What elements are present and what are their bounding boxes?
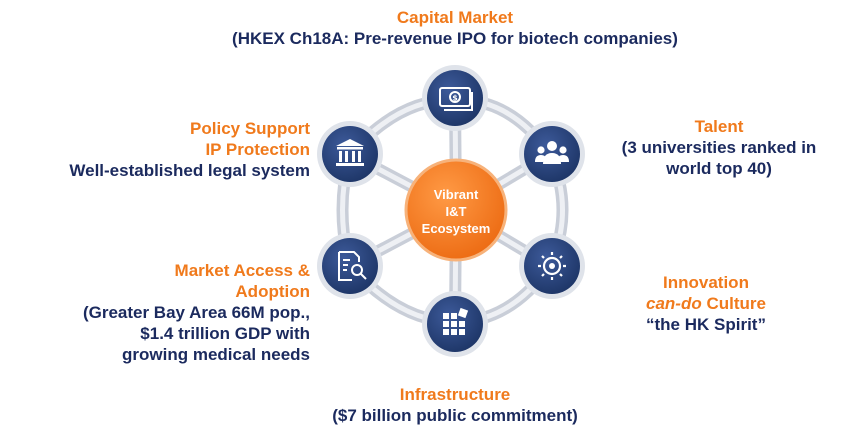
node-capital-market: $ <box>422 65 488 131</box>
ip-protection-title: IP Protection <box>205 140 310 159</box>
market-access-label: Market Access & Adoption (Greater Bay Ar… <box>0 260 310 365</box>
talent-detail-line-2: world top 40) <box>666 159 772 178</box>
node-talent <box>519 121 585 187</box>
center-line-2: I&T <box>445 204 467 219</box>
government-building-icon <box>336 139 364 166</box>
node-policy-support <box>317 121 383 187</box>
node-infrastructure <box>422 291 488 357</box>
talent-detail-line-1: (3 universities ranked in <box>621 138 817 157</box>
innovation-title-rest: Culture <box>701 294 766 313</box>
market-access-title-line-1: Market Access & <box>174 261 310 280</box>
talent-title: Talent <box>694 117 744 136</box>
infrastructure-label: Infrastructure ($7 billion public commit… <box>200 384 710 426</box>
innovation-label: Innovation can-do Culture “the HK Spirit… <box>606 272 806 335</box>
talent-label: Talent (3 universities ranked in world t… <box>596 116 842 179</box>
gear-icon <box>538 252 566 280</box>
document-search-icon <box>338 251 367 281</box>
market-access-title-line-2: Adoption <box>235 282 310 301</box>
capital-market-label: Capital Market (HKEX Ch18A: Pre-revenue … <box>100 7 810 49</box>
blocks-icon <box>443 307 469 335</box>
market-access-detail-line-1: (Greater Bay Area 66M pop., <box>82 303 310 322</box>
center-label: Vibrant I&T Ecosystem <box>408 186 504 237</box>
innovation-italic: can-do <box>646 294 702 313</box>
policy-support-label: Policy Support IP Protection Well-establ… <box>0 118 310 181</box>
infrastructure-title: Infrastructure <box>399 385 511 404</box>
capital-market-title: Capital Market <box>396 8 514 27</box>
center-hub <box>404 158 508 262</box>
node-innovation <box>519 233 585 299</box>
innovation-title-line-2: can-do Culture <box>606 293 806 314</box>
innovation-title: Innovation <box>663 273 749 292</box>
infrastructure-detail: ($7 billion public commitment) <box>332 406 578 425</box>
node-market-access <box>317 233 383 299</box>
market-access-detail-line-3: growing medical needs <box>122 345 310 364</box>
svg-text:$: $ <box>452 94 458 103</box>
capital-market-detail: (HKEX Ch18A: Pre-revenue IPO for biotech… <box>232 29 678 48</box>
center-line-3: Ecosystem <box>421 221 491 236</box>
policy-support-title: Policy Support <box>190 119 310 138</box>
people-icon <box>535 141 569 164</box>
innovation-detail: “the HK Spirit” <box>646 315 766 334</box>
center-line-1: Vibrant <box>433 187 479 202</box>
money-icon: $ <box>439 87 473 111</box>
policy-detail: Well-established legal system <box>69 161 310 180</box>
market-access-detail-line-2: $1.4 trillion GDP with <box>140 324 310 343</box>
